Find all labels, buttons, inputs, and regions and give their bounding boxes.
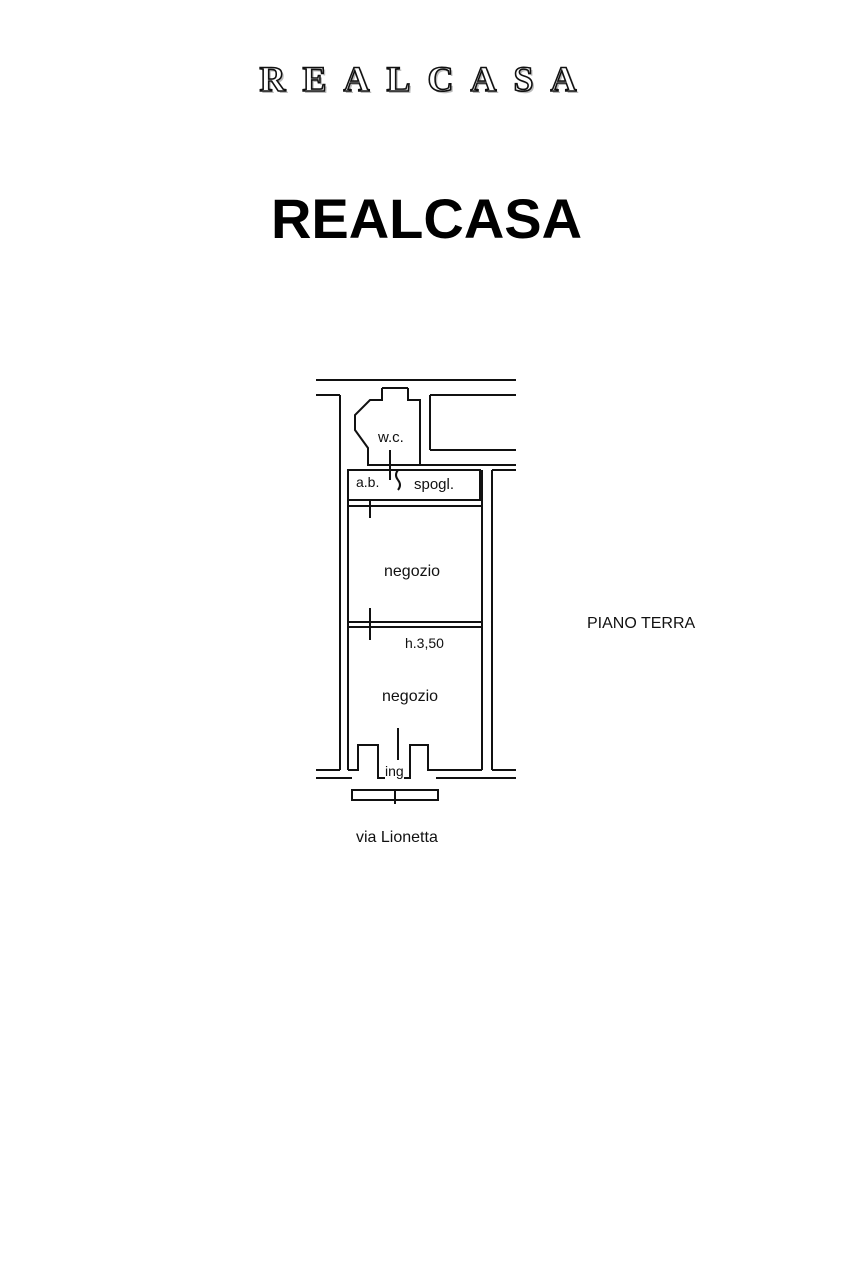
street-label: via Lionetta: [356, 829, 438, 846]
ab-label: a.b.: [356, 474, 380, 490]
page-title: REALCASA: [270, 187, 583, 250]
wc-label: w.c.: [378, 429, 404, 446]
service-band: [347, 469, 481, 501]
wc-outline: [354, 388, 421, 466]
floor-label: PIANO TERRA: [587, 615, 696, 632]
negozio-upper-label: negozio: [384, 563, 441, 580]
realcasa-logo: REALCASA: [259, 58, 594, 100]
negozio-lower-label: negozio: [382, 688, 439, 705]
spogl-label: spogl.: [414, 476, 455, 493]
height-label: h.3,50: [405, 635, 444, 651]
ingresso-label: ing: [385, 763, 404, 779]
